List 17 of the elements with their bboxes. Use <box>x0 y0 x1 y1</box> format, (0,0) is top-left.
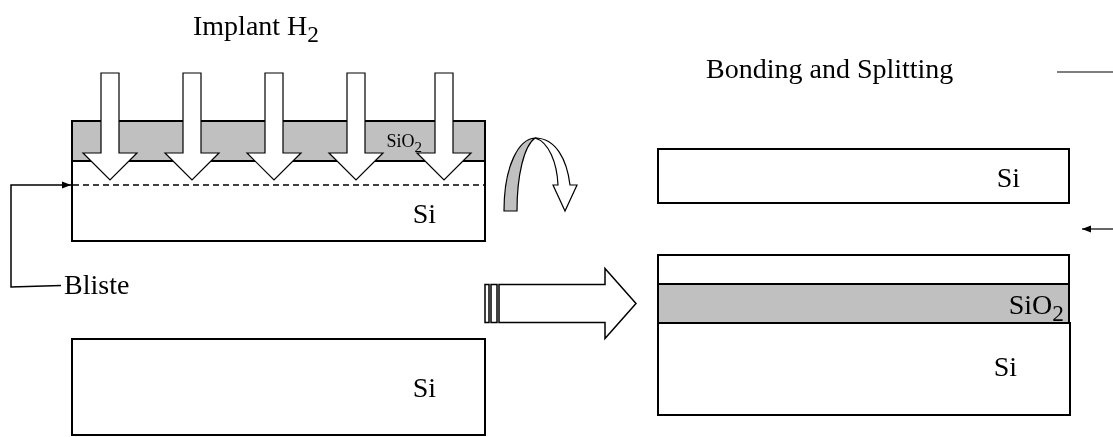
silicon-layer <box>71 160 486 242</box>
layer-label: Si <box>412 374 436 402</box>
silicon-wafer <box>71 338 486 436</box>
silicon-layer <box>657 254 1070 285</box>
step-title: Implant H$_{2}$ <box>193 12 319 46</box>
leader-line <box>10 181 72 288</box>
layer-label: SiO$_{2}$ <box>386 132 422 155</box>
process-arrow <box>484 266 637 341</box>
callout-text: Bliste <box>64 270 130 301</box>
silicon-wafer <box>657 148 1070 204</box>
silicon-wafer <box>657 322 1071 416</box>
layer-label: Si <box>412 200 436 228</box>
layer-label: Si <box>993 353 1017 381</box>
oxide-layer <box>657 283 1070 324</box>
step-title: Bonding and Splitting <box>706 55 954 83</box>
layer-label: SiO$_{2}$ <box>1008 291 1064 325</box>
layer-label: Si <box>996 164 1020 192</box>
